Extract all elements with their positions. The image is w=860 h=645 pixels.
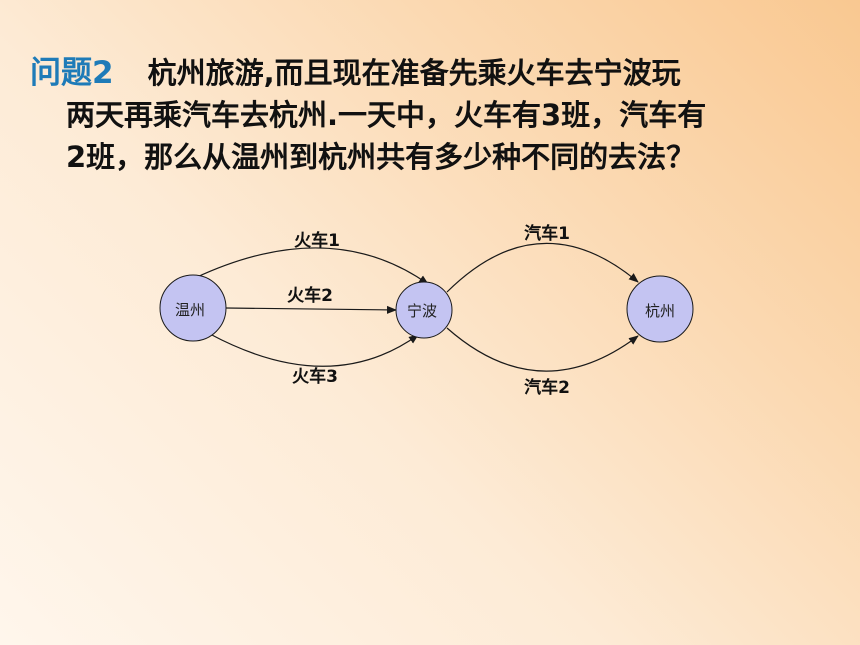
problem-line-1: 问题2 杭州旅游,而且现在准备先乘火车去宁波玩 — [30, 52, 820, 94]
edge-label-bus-2: 汽车2 — [524, 377, 570, 398]
edge-label-bus-1: 汽车1 — [524, 223, 570, 244]
edge-train-2 — [225, 305, 397, 314]
edge-label-train-2: 火车2 — [287, 285, 333, 306]
edge-train-1 — [194, 247, 429, 285]
edge-bus-2 — [446, 327, 639, 372]
node-ningbo — [395, 281, 453, 339]
node-hangzhou — [626, 275, 694, 343]
problem-line-2: 两天再乘汽车去杭州.一天中，火车有3班，汽车有 — [66, 98, 707, 132]
node-label-hangzhou: 杭州 — [645, 302, 675, 320]
edge-train-3 — [209, 333, 419, 367]
node-wenzhou — [159, 274, 227, 342]
edge-label-train-1: 火车1 — [294, 230, 340, 251]
node-label-ningbo: 宁波 — [407, 302, 437, 320]
problem-text: 问题2 杭州旅游,而且现在准备先乘火车去宁波玩 两天再乘汽车去杭州.一天中，火车有… — [30, 52, 820, 178]
problem-line-1-text: 杭州旅游,而且现在准备先乘火车去宁波玩 — [147, 56, 681, 90]
node-label-wenzhou: 温州 — [175, 301, 205, 319]
problem-title: 问题2 — [30, 55, 114, 91]
edge-bus-1 — [446, 242, 639, 293]
problem-line-3: 2班，那么从温州到杭州共有多少种不同的去法？ — [66, 140, 696, 174]
edge-label-train-3: 火车3 — [292, 366, 338, 387]
